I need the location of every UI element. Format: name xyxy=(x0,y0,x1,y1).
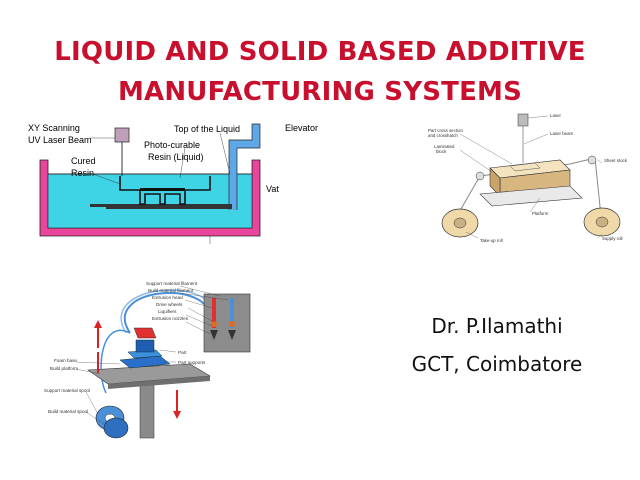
extrusion-nozzles-label: Extrusion nozzles xyxy=(152,316,189,321)
photo-curable-label-2: Resin (Liquid) xyxy=(148,152,204,162)
top-of-liquid-label: Top of the Liquid xyxy=(174,124,241,134)
support-material-spool-label: Support material spool xyxy=(44,388,90,393)
sla-diagram: XY Scanning UV Laser Beam Top of the Liq… xyxy=(20,118,330,253)
part-cross-section-label-2: and crosshatch xyxy=(428,133,458,138)
fdm-diagram: Support material filament Build material… xyxy=(40,278,262,450)
fdm-illustration xyxy=(75,285,251,439)
supply-roll-label: Supply roll xyxy=(602,236,623,241)
support-material-filament-label: Support material filament xyxy=(146,281,198,286)
laser-label: Laser xyxy=(550,113,561,118)
laminated-block-label-2: block xyxy=(436,149,447,154)
xy-scanning-label-2: UV Laser Beam xyxy=(28,135,92,145)
sheet-stock-label: Sheet stock xyxy=(604,158,627,163)
foam-base-label: Foam base xyxy=(54,358,77,363)
photo-curable-label-1: Photo-curable xyxy=(144,140,201,150)
build-material-spool-label: Build material spool xyxy=(48,409,89,414)
slide-title: LIQUID AND SOLID BASED ADDITIVE MANUFACT… xyxy=(40,32,600,112)
drive-wheels-label: Drive wheels xyxy=(156,302,183,307)
author-name: Dr. P.Ilamathi xyxy=(431,314,563,338)
extrusion-head-label: Extrusion head xyxy=(152,295,183,300)
title-line-1: LIQUID AND SOLID BASED ADDITIVE xyxy=(54,37,586,67)
build-platform-label: Build platform xyxy=(50,366,79,371)
liquifiers-label: Liquifiers xyxy=(158,309,177,314)
platform-label: Platform xyxy=(532,211,549,216)
build-material-filament-label: Build material filament xyxy=(148,288,194,293)
laser-beam-label: Laser beam xyxy=(550,131,574,136)
author-affiliation: GCT, Coimbatore xyxy=(411,352,583,376)
title-line-2: MANUFACTURING SYSTEMS xyxy=(117,77,523,107)
cured-resin-label-2: Resin xyxy=(71,168,95,178)
sla-illustration xyxy=(39,123,261,244)
vat-label: Vat xyxy=(266,184,279,194)
part-supports-label: Part supports xyxy=(178,360,206,365)
xy-scanning-label-1: XY Scanning xyxy=(28,123,80,133)
lom-diagram: Laser Part cross section and crosshatch … xyxy=(420,108,632,250)
part-cross-section-label-1: Part cross section xyxy=(428,128,463,133)
take-up-roll-label: Take-up roll xyxy=(480,238,503,243)
lom-illustration xyxy=(441,113,621,239)
cured-resin-label-1: Cured xyxy=(71,156,96,166)
elevator-label: Elevator xyxy=(285,123,319,133)
laminated-block-label-1: Laminated xyxy=(434,144,455,149)
part-label: Part xyxy=(178,350,187,355)
